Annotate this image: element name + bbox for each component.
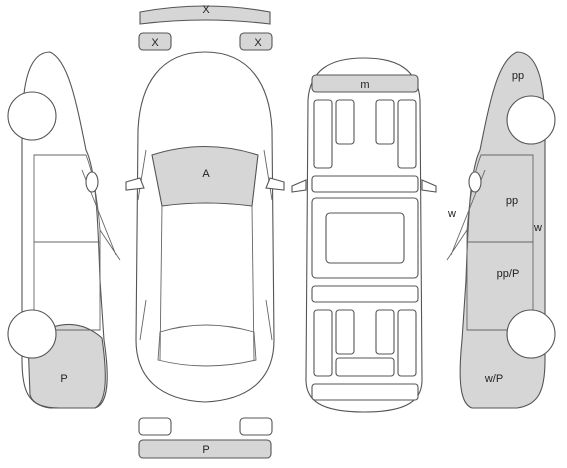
left-side-windows bbox=[33, 154, 101, 331]
right-rear-corner-label: w/P bbox=[484, 373, 503, 385]
seat-front-right-inner bbox=[375, 99, 395, 145]
right-rear-door-label: pp/P bbox=[497, 268, 520, 280]
top-view-roof-lines bbox=[137, 149, 273, 341]
seat-rear-left-inner bbox=[335, 309, 355, 355]
roof-front-panel bbox=[311, 74, 419, 93]
right-top-label: pp bbox=[512, 70, 524, 82]
hood bbox=[151, 146, 259, 207]
front-bumper-label: X bbox=[202, 4, 210, 16]
right-rear-wheel bbox=[506, 309, 556, 359]
front-bumper-group: X X X bbox=[138, 4, 273, 51]
front-lamp-right-label: X bbox=[254, 37, 262, 49]
rear-bumper bbox=[138, 439, 272, 459]
right-side-view: pp pp w w pp/P w/P bbox=[446, 51, 556, 409]
dash-strip bbox=[311, 175, 419, 193]
seat-rear-right-outer bbox=[397, 309, 417, 377]
right-front-wheel bbox=[506, 95, 556, 145]
interior-mirror-right bbox=[421, 179, 437, 193]
seat-front-left-inner bbox=[335, 99, 355, 145]
hood-label: A bbox=[202, 168, 210, 180]
right-side-windows bbox=[466, 154, 534, 331]
left-front-wheel bbox=[7, 91, 57, 141]
seat-rear-right-inner bbox=[375, 309, 395, 355]
top-view: A bbox=[125, 51, 285, 403]
right-mirror-top bbox=[265, 177, 285, 191]
front-lamp-left-label: X bbox=[151, 37, 159, 49]
rear-lamp-left bbox=[138, 417, 172, 436]
rear-bumper-label: P bbox=[202, 444, 209, 456]
roof-front-panel-label: m bbox=[360, 79, 369, 91]
trunk-strip bbox=[311, 383, 419, 401]
right-outer-edge-label: w bbox=[533, 222, 542, 234]
rear-bumper-group: P bbox=[138, 417, 273, 459]
left-rear-bumper-corner-label: P bbox=[60, 373, 67, 385]
left-mirror-top bbox=[125, 177, 145, 191]
top-view-rear-window bbox=[157, 324, 257, 367]
right-mirror-side-label: w bbox=[447, 208, 456, 220]
seat-rear-left-outer bbox=[313, 309, 333, 377]
right-front-door-label: pp bbox=[506, 195, 518, 207]
rear-bench bbox=[335, 357, 395, 377]
seat-front-right-outer bbox=[397, 99, 417, 169]
center-console-screen bbox=[325, 212, 405, 264]
top-view-windshield-line bbox=[159, 205, 255, 361]
left-mirror-side bbox=[85, 171, 99, 193]
mid-strip bbox=[311, 285, 419, 303]
top-view-body bbox=[135, 51, 275, 403]
right-mirror-side bbox=[468, 171, 482, 193]
left-rear-wheel bbox=[7, 309, 57, 359]
seat-front-left-outer bbox=[313, 99, 333, 169]
left-side-view: P bbox=[7, 51, 121, 409]
rear-lamp-right bbox=[239, 417, 273, 436]
interior-mirror-left bbox=[291, 179, 307, 193]
front-lamp-right bbox=[239, 32, 273, 51]
front-lamp-left bbox=[138, 32, 172, 51]
interior-view: m bbox=[291, 57, 437, 413]
front-bumper bbox=[139, 5, 271, 25]
